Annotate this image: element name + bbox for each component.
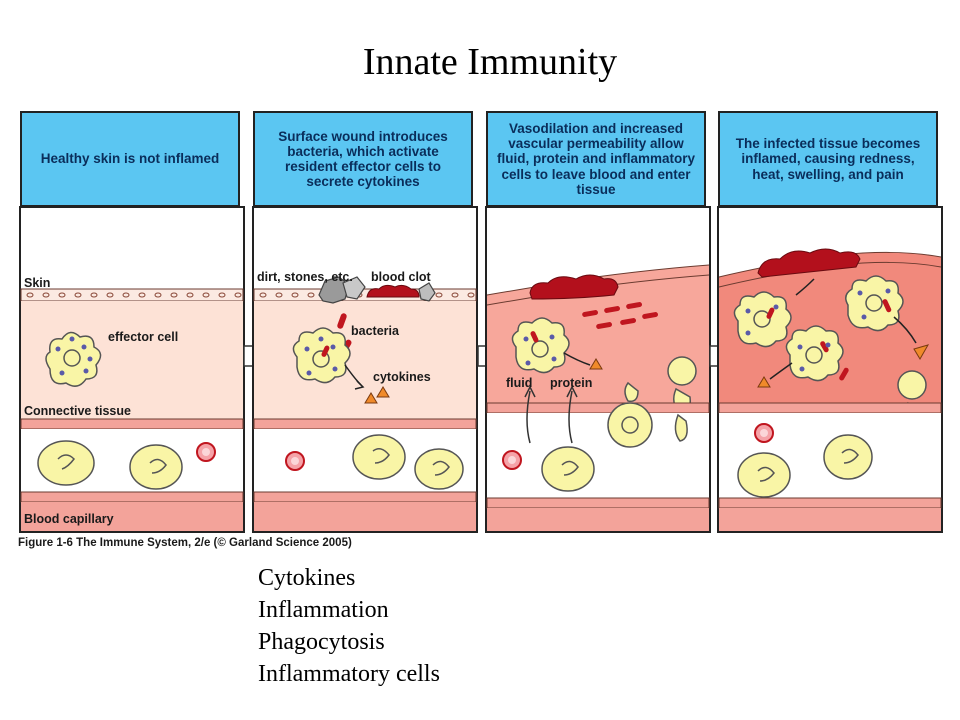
label-blood-clot: blood clot: [371, 270, 432, 284]
panel-inflamed-tissue: The infected tissue becomes inflamed, ca…: [717, 111, 943, 533]
figure-caption: Figure 1-6 The Immune System, 2/e (© Gar…: [18, 537, 352, 549]
label-blood-capillary: Blood capillary: [24, 512, 114, 526]
panel-healthy-skin: Healthy skin is not inflamed: [19, 111, 245, 533]
label-dirt: dirt, stones, etc.: [257, 270, 353, 284]
label-connective-tissue: Connective tissue: [24, 404, 131, 418]
panel-caption: The infected tissue becomes inflamed, ca…: [718, 111, 938, 207]
panel-illustration: dirt, stones, etc. blood clot bacteria c…: [252, 206, 478, 533]
panel-vasodilation: Vasodilation and increased vascular perm…: [485, 111, 711, 533]
bullet-item: Inflammation: [258, 597, 389, 623]
label-fluid: fluid: [506, 376, 532, 390]
panel-caption: Surface wound introduces bacteria, which…: [253, 111, 473, 207]
panel-illustration: [717, 206, 943, 533]
bullet-item: Inflammatory cells: [258, 661, 440, 687]
panel-caption: Vasodilation and increased vascular perm…: [486, 111, 706, 207]
panel-surface-wound: Surface wound introduces bacteria, which…: [252, 111, 478, 533]
label-effector-cell: effector cell: [108, 330, 178, 344]
panel-illustration: fluid protein: [485, 206, 711, 533]
label-protein: protein: [550, 376, 592, 390]
bullet-list: Cytokines Inflammation Phagocytosis Infl…: [258, 562, 440, 690]
panel-caption: Healthy skin is not inflamed: [20, 111, 240, 207]
label-cytokines: cytokines: [373, 370, 431, 384]
panel-illustration: Skin effector cell Connective tissue Blo…: [19, 206, 245, 533]
label-bacteria: bacteria: [351, 324, 400, 338]
page-title: Innate Immunity: [362, 41, 618, 83]
bullet-item: Cytokines: [258, 565, 356, 591]
label-skin: Skin: [24, 276, 50, 290]
bullet-item: Phagocytosis: [258, 629, 385, 655]
